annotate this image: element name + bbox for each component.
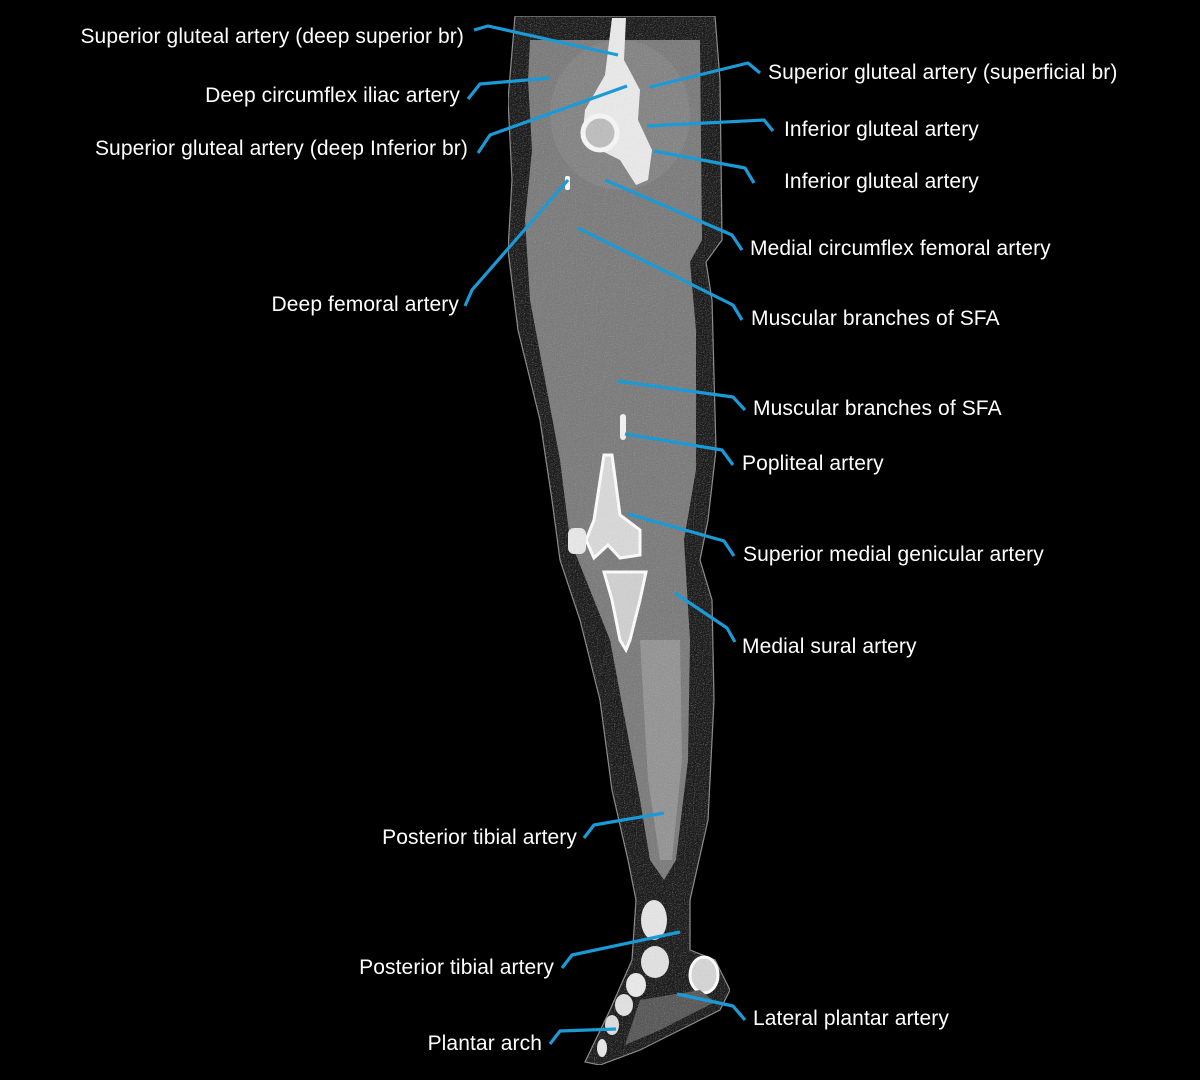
label-post-tibial-1: Posterior tibial artery — [382, 826, 577, 849]
popliteal-vessel — [620, 414, 626, 440]
femur-bone — [584, 453, 642, 561]
label-medial-circ-fem: Medial circumflex femoral artery — [750, 237, 1051, 260]
patella — [568, 528, 586, 554]
label-post-tibial-2: Posterior tibial artery — [359, 956, 554, 979]
calcaneus-bone — [688, 955, 720, 995]
label-musc-sfa-1: Muscular branches of SFA — [751, 307, 1000, 330]
talus-bone — [641, 900, 667, 940]
femoral-head — [580, 113, 620, 153]
label-inf-glut-1: Inferior gluteal artery — [784, 118, 979, 141]
label-medial-sural: Medial sural artery — [742, 635, 917, 658]
label-popliteal: Popliteal artery — [742, 452, 884, 475]
label-deep-femoral: Deep femoral artery — [271, 293, 459, 316]
label-sup-glut-deep-inf: Superior gluteal artery (deep Inferior b… — [94, 137, 468, 160]
label-lat-plantar: Lateral plantar artery — [753, 1007, 949, 1030]
label-musc-sfa-2: Muscular branches of SFA — [753, 397, 1002, 420]
tibia-bone — [602, 570, 648, 654]
label-sup-glut-superficial: Superior gluteal artery (superficial br) — [768, 61, 1118, 84]
label-plantar-arch: Plantar arch — [427, 1032, 542, 1055]
label-sup-med-genic: Superior medial genicular artery — [743, 543, 1044, 566]
label-deep-circ-iliac: Deep circumflex iliac artery — [205, 84, 460, 107]
label-inf-glut-2: Inferior gluteal artery — [784, 170, 979, 193]
label-sup-glut-deep-sup: Superior gluteal artery (deep superior b… — [80, 25, 464, 48]
